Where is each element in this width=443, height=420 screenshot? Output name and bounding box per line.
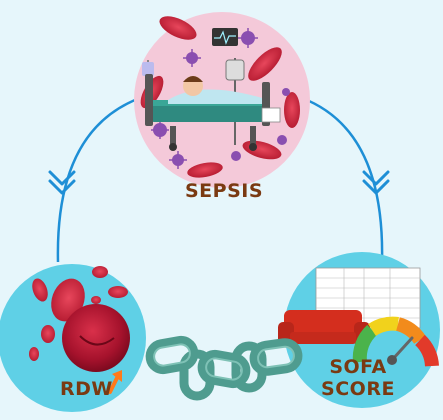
red-blood-cell-icon [29, 266, 130, 372]
gauge-icon [352, 316, 439, 367]
heart-monitor-icon [212, 28, 238, 46]
sepsis-label: SEPSIS [185, 180, 264, 202]
virus-icon [151, 28, 290, 169]
sepsis-node [134, 12, 310, 188]
sofa-label-line2: SCORE [321, 378, 395, 400]
hospital-bed-icon [145, 74, 281, 151]
connector-left-arc [56, 96, 141, 263]
chevron-down-icon-left [48, 170, 76, 195]
cycle-connector-arrows [56, 96, 384, 263]
sofa-label-line1: SOFA [329, 356, 387, 378]
arrow-up-icon [108, 370, 122, 394]
chevron-down-icon-right [362, 170, 390, 195]
rdw-node [0, 264, 146, 412]
connector-right-arc [301, 96, 384, 263]
rdw-label: RDW [60, 378, 113, 400]
chain-highlight [153, 343, 295, 381]
sofa-score-label: SOFA SCORE [320, 356, 396, 400]
sofa-icon [278, 310, 370, 346]
sofa-node [278, 252, 440, 408]
iv-bag-icon [142, 58, 245, 145]
